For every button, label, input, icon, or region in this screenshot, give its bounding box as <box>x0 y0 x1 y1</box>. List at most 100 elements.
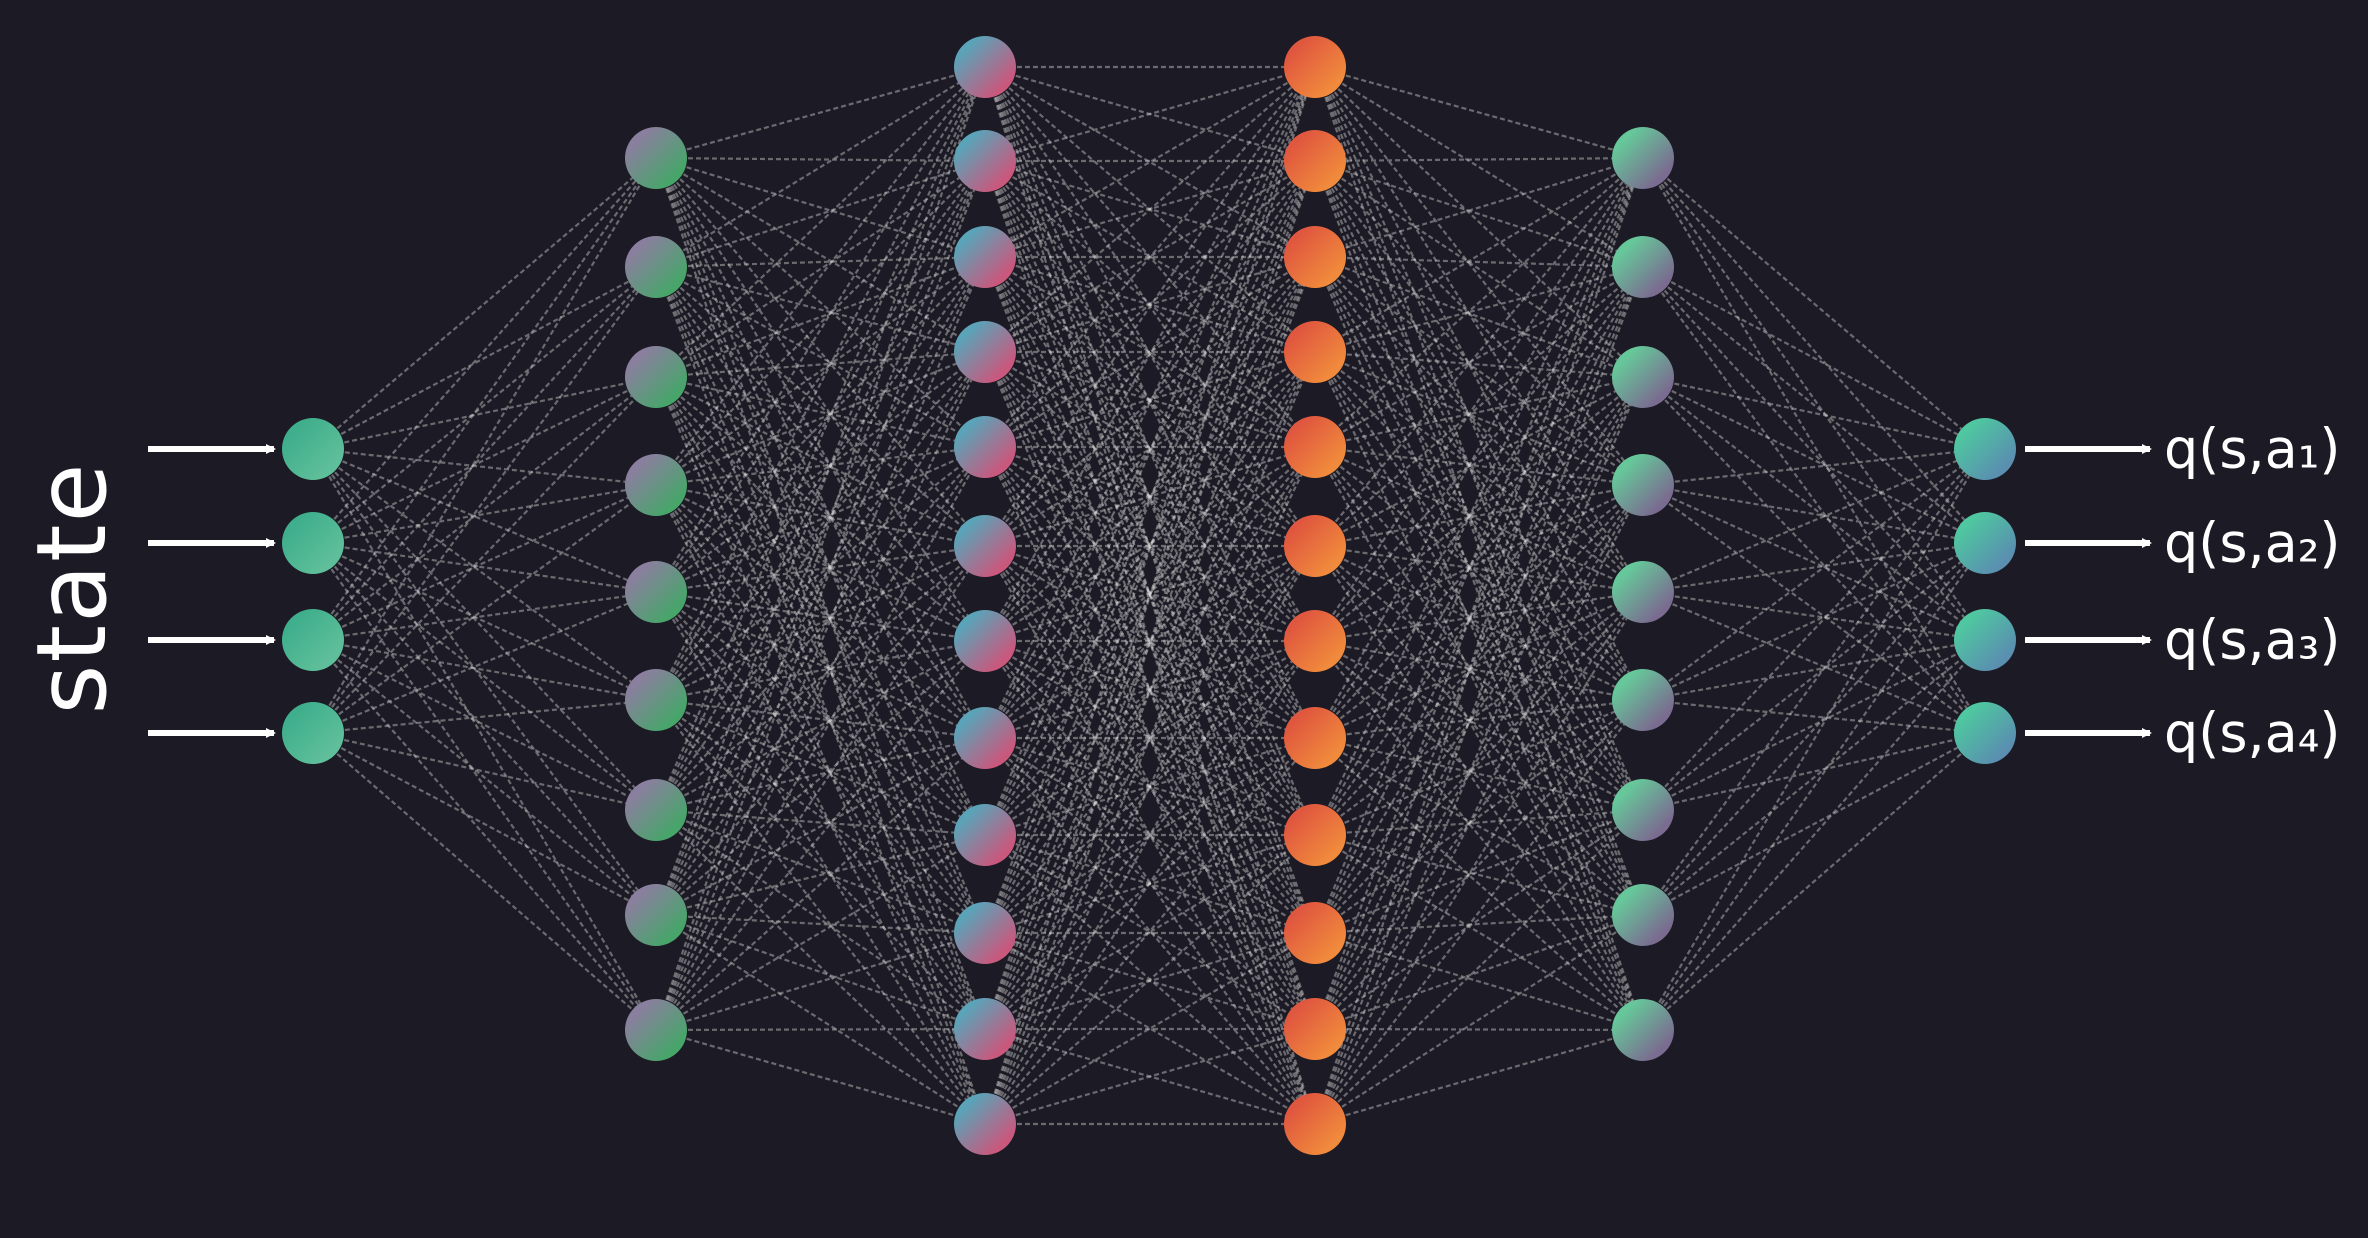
connection-l2-8-8 <box>655 737 986 916</box>
connection-l3-7-12 <box>984 640 1316 1125</box>
connection-l1-1-2 <box>312 266 657 450</box>
connection-l4-12-7 <box>1314 809 1644 1125</box>
connection-l2-8-3 <box>655 256 986 916</box>
neuron-l5-5 <box>1612 561 1674 623</box>
connection-l2-3-10 <box>655 376 986 934</box>
connection-l2-3-7 <box>655 376 986 642</box>
connection-l4-3-9 <box>1313 256 1645 1031</box>
connection-l3-1-5 <box>984 66 1316 448</box>
connection-l3-10-2 <box>983 160 1317 934</box>
connection-l2-8-6 <box>655 545 986 916</box>
connection-l4-7-9 <box>1314 640 1644 1031</box>
connection-l2-7-9 <box>655 808 986 837</box>
connection-l5-8-2 <box>1642 542 1986 916</box>
connection-l2-1-5 <box>655 157 986 448</box>
connection-l2-4-2 <box>655 160 986 486</box>
io-arrows <box>148 444 2152 738</box>
connection-l5-5-2 <box>1642 541 1986 594</box>
connection-l3-4-1 <box>984 66 1316 353</box>
connection-l4-10-6 <box>1314 699 1644 934</box>
connection-l2-5-2 <box>655 160 986 593</box>
connection-l4-2-5 <box>1314 160 1644 593</box>
connection-l3-12-9 <box>984 834 1316 1125</box>
connection-l2-1-11 <box>654 157 987 1030</box>
connection-l1-2-8 <box>312 542 657 916</box>
neuron-l4-3 <box>1284 226 1346 288</box>
connection-l4-3-1 <box>1314 156 1644 259</box>
connection-l4-8-4 <box>1314 484 1644 739</box>
connection-l3-9-8 <box>984 736 1316 837</box>
connection-l4-11-5 <box>1314 591 1644 1030</box>
connection-l2-5-3 <box>655 256 986 593</box>
connection-l4-1-2 <box>1314 66 1644 268</box>
connection-l4-9-3 <box>1314 376 1644 836</box>
connection-l3-7-8 <box>984 639 1316 740</box>
neuron-l3-9 <box>954 804 1016 866</box>
connection-l3-12-2 <box>983 160 1317 1125</box>
output-label-1: q(s,a₁) <box>2164 417 2341 481</box>
connection-l3-5-4 <box>984 350 1316 449</box>
neuron-l3-4 <box>954 321 1016 383</box>
connection-l4-8-3 <box>1314 376 1644 739</box>
connection-l1-3-5 <box>312 590 657 642</box>
connection-l3-8-4 <box>984 351 1316 739</box>
neuron-l4-2 <box>1284 130 1346 192</box>
connection-l5-3-1 <box>1642 375 1986 451</box>
connections <box>312 65 1986 1126</box>
neuron-l5-8 <box>1612 884 1674 946</box>
connection-l3-6-11 <box>984 545 1316 1030</box>
connection-l4-3-3 <box>1314 255 1644 379</box>
connection-l3-7-10 <box>984 640 1316 934</box>
connection-l2-1-6 <box>655 157 986 547</box>
connection-l2-3-4 <box>655 350 986 379</box>
connection-l1-2-9 <box>312 542 657 1031</box>
connection-l4-5-7 <box>1314 446 1644 811</box>
connection-l1-1-8 <box>312 448 657 916</box>
connection-l2-3-5 <box>655 375 986 449</box>
connection-l5-9-4 <box>1642 732 1986 1031</box>
connection-l2-5-11 <box>655 591 986 1030</box>
connection-l4-6-7 <box>1314 545 1644 811</box>
neuron-l6-4 <box>1954 702 2016 764</box>
neuron-l4-7 <box>1284 610 1346 672</box>
neuron-l5-9 <box>1612 999 1674 1061</box>
connection-l3-10-11 <box>984 931 1316 1031</box>
connection-l1-2-7 <box>312 542 657 811</box>
connection-l2-4-10 <box>655 484 986 934</box>
connection-l2-6-11 <box>655 699 986 1030</box>
connection-l3-8-9 <box>984 736 1316 837</box>
connection-l4-11-1 <box>1313 157 1645 1030</box>
connection-l1-4-7 <box>312 731 657 812</box>
connection-l4-2-4 <box>1314 160 1644 486</box>
connection-l4-4-5 <box>1314 351 1644 593</box>
connection-l1-3-3 <box>312 376 657 641</box>
connection-l4-11-3 <box>1314 376 1644 1030</box>
connection-l3-2-1 <box>984 65 1316 163</box>
connection-l4-3-2 <box>1314 255 1644 269</box>
connection-l2-9-8 <box>655 737 986 1031</box>
connection-l4-3-4 <box>1314 256 1644 486</box>
connection-l3-4-9 <box>984 351 1316 836</box>
neuron-l3-6 <box>954 515 1016 577</box>
neuron-l3-7 <box>954 610 1016 672</box>
connection-l2-1-9 <box>655 157 986 836</box>
neuron-l1-4 <box>282 702 344 764</box>
connection-l1-4-1 <box>312 157 657 734</box>
connection-l2-2-1 <box>655 66 986 268</box>
connection-l3-12-11 <box>984 1027 1316 1126</box>
connection-l1-3-6 <box>312 638 657 702</box>
connection-l3-10-9 <box>984 833 1316 935</box>
connection-l3-1-2 <box>984 65 1316 163</box>
connection-l5-9-1 <box>1642 448 1986 1031</box>
connection-l1-2-3 <box>312 376 657 544</box>
connection-l4-11-4 <box>1314 484 1644 1030</box>
neuron-l3-11 <box>954 998 1016 1060</box>
connection-l2-7-3 <box>655 256 986 811</box>
connection-l2-9-1 <box>654 66 987 1031</box>
neuron-l2-7 <box>625 779 687 841</box>
connection-l3-6-3 <box>984 256 1316 547</box>
connection-l5-2-4 <box>1642 266 1986 734</box>
connection-l3-2-9 <box>984 160 1316 836</box>
connection-l2-1-2 <box>655 156 986 163</box>
connection-l3-5-12 <box>984 446 1316 1125</box>
